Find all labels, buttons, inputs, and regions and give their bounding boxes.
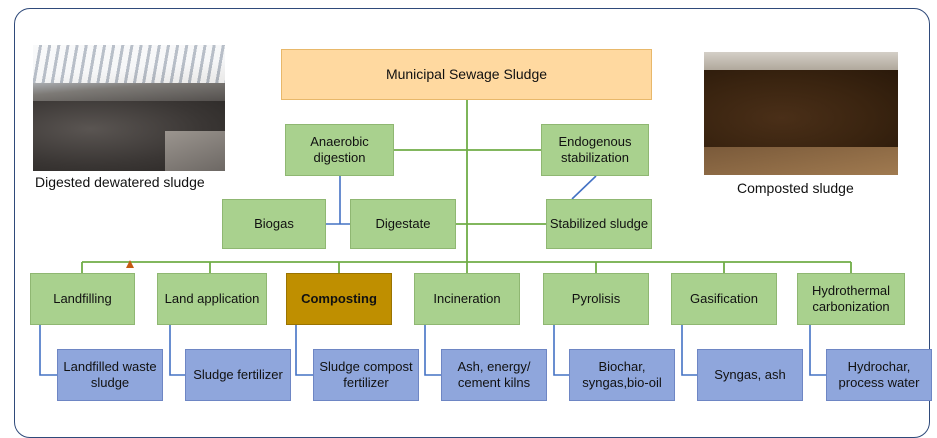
endogenous-stabilization-node: Endogenous stabilization (541, 124, 649, 176)
route-landfilling: Landfilling (30, 273, 135, 325)
stabilized-sludge-node: Stabilized sludge (546, 199, 652, 249)
route-land-application: Land application (157, 273, 267, 325)
digested-sludge-photo (33, 45, 225, 171)
product-hydrochar-process-water: Hydrochar, process water (826, 349, 932, 401)
route-gasification: Gasification (671, 273, 777, 325)
route-hydrothermal-carbonization: Hydrothermal carbonization (797, 273, 905, 325)
digestate-node: Digestate (350, 199, 456, 249)
anaerobic-digestion-node: Anaerobic digestion (285, 124, 394, 176)
biogas-node: Biogas (222, 199, 326, 249)
root-node: Municipal Sewage Sludge (281, 49, 652, 100)
route-pyrolisis: Pyrolisis (543, 273, 649, 325)
product-landfilled-waste-sludge: Landfilled waste sludge (57, 349, 163, 401)
route-composting: Composting (286, 273, 392, 325)
route-incineration: Incineration (414, 273, 520, 325)
right-photo-caption: Composted sludge (737, 180, 854, 196)
landfill-arrow-marker (126, 260, 134, 268)
left-photo-caption: Digested dewatered sludge (35, 174, 205, 190)
product-sludge-fertilizer: Sludge fertilizer (185, 349, 291, 401)
product-ash-energy-cement-kilns: Ash, energy/ cement kilns (441, 349, 547, 401)
endogenous-link (571, 175, 597, 200)
connector-lines (39, 100, 852, 376)
product-sludge-compost-fertilizer: Sludge compost fertilizer (313, 349, 419, 401)
composted-sludge-photo (704, 52, 898, 175)
product-syngas-ash: Syngas, ash (697, 349, 803, 401)
product-biochar-syngas-bio-oil: Biochar, syngas,bio-oil (569, 349, 675, 401)
